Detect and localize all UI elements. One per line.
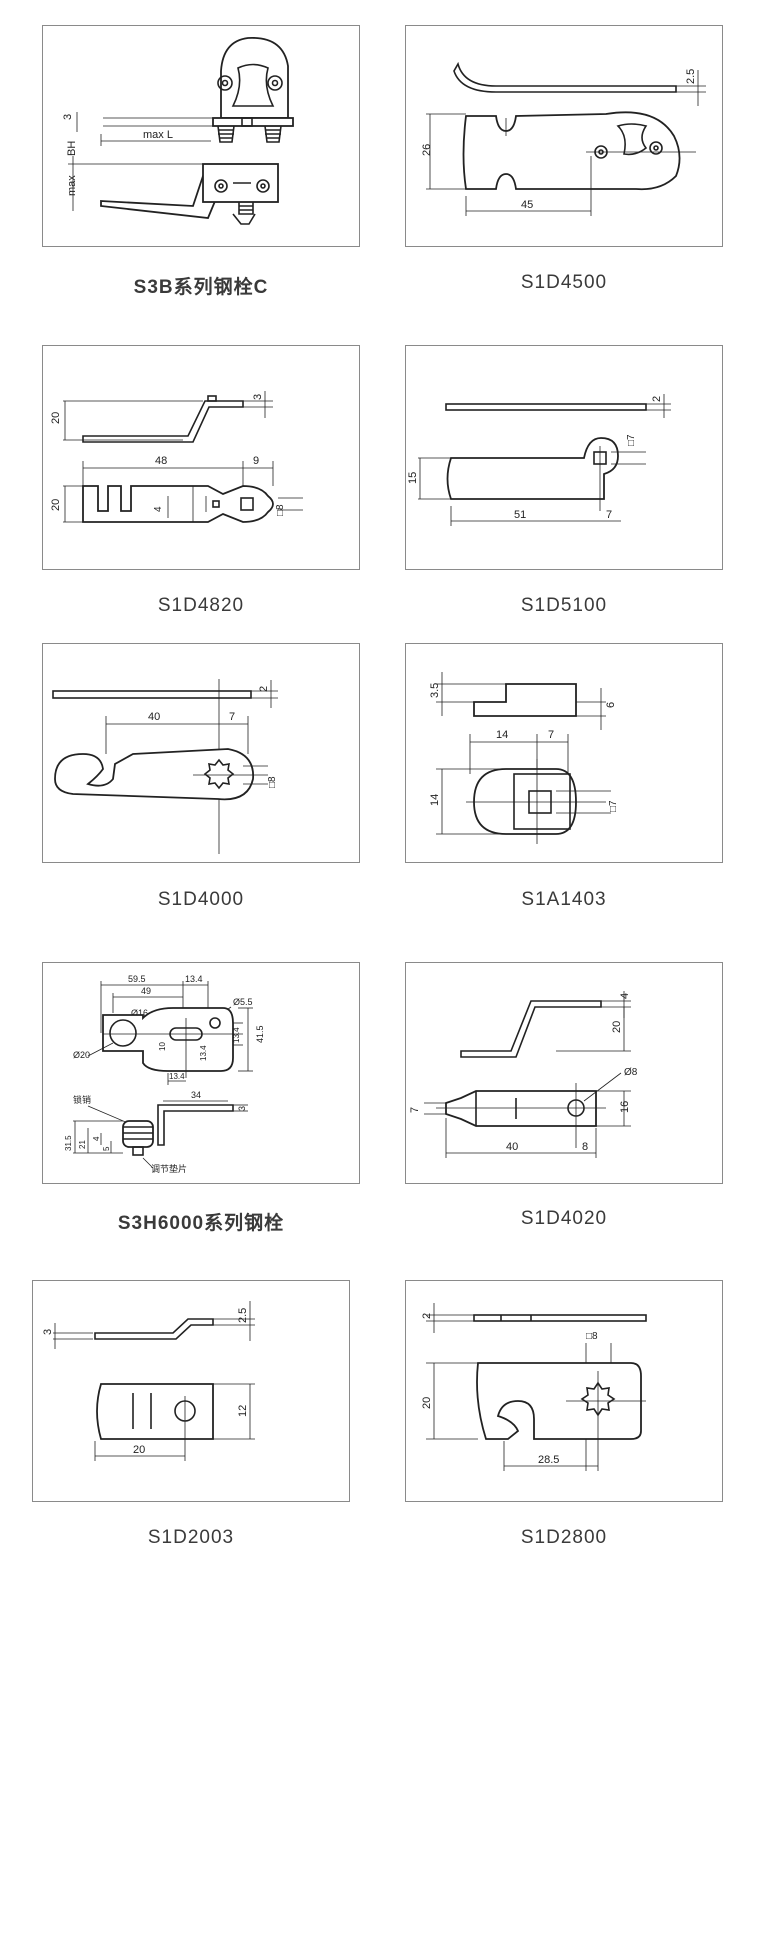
s1d2800-dim-285: 28.5: [538, 1454, 559, 1466]
s3b-dim-3: 3: [62, 114, 74, 120]
s1d4020-dim-16: 16: [619, 1101, 631, 1113]
s3h6000-dim-595: 59.5: [128, 974, 146, 984]
caption-s1d2003: S1D2003: [147, 1527, 235, 1548]
s1d4820-dim-3: 3: [252, 394, 264, 400]
s1d4000-dim-40: 40: [148, 711, 160, 723]
s3b-dim-bh: BH: [66, 141, 78, 156]
s1d5100-dim-2: 2: [651, 396, 663, 402]
drawing-card-s3h6000: 59.5 13.4 49 Ø5.5 Ø16 41.5 13.4 10 13.4 …: [42, 962, 360, 1184]
s3b-dim-max: max: [66, 175, 78, 196]
drawing-card-s1d2800: 2 □8 20 28.5: [405, 1280, 723, 1502]
s1d4500-drawing: 2.5 26 45: [421, 61, 706, 216]
s1d2800-dim-sq8: □8: [586, 1331, 598, 1342]
s1d5100-drawing: 2 □7 15 51 7: [407, 394, 671, 526]
drawing-card-s1d4500: 2.5 26 45: [405, 25, 723, 247]
caption-s1d4500: S1D4500: [520, 272, 608, 293]
s1d4000-dim-7: 7: [229, 711, 235, 723]
s3h6000-dim-4: 4: [92, 1136, 101, 1141]
s1d4500-dim-45: 45: [521, 199, 533, 211]
s3h6000-dim-5: 5: [102, 1146, 111, 1151]
s1d4500-dim-25: 2.5: [685, 69, 697, 84]
s1d2800-drawing: 2 □8 20 28.5: [421, 1303, 647, 1471]
s3h6000-dim-10: 10: [158, 1042, 167, 1051]
s1d5100-dim-sq7: □7: [626, 434, 637, 446]
s1a1403-dim-14a: 14: [496, 729, 508, 741]
s1d5100-dim-51: 51: [514, 509, 526, 521]
s3h6000-label-shim: 调节垫片: [151, 1163, 187, 1174]
s1d4500-dim-26: 26: [421, 144, 433, 156]
s3h6000-dim-134c: 13.4: [199, 1045, 208, 1061]
caption-s1a1403: S1A1403: [521, 889, 607, 910]
s1d4820-dim-sq8: □8: [275, 504, 286, 516]
s1d5100-dim-15: 15: [407, 472, 419, 484]
drawing-card-s1d4820: 20 3 48 9 20 4 □8: [42, 345, 360, 570]
s3h6000-dim-21: 21: [78, 1140, 87, 1149]
s1d2003-dim-12: 12: [237, 1405, 249, 1417]
drawing-card-s1d4000: 2 40 7 □8: [42, 643, 360, 863]
caption-s1d4000: S1D4000: [157, 889, 245, 910]
s1d4820-dim-20a: 20: [50, 412, 62, 424]
s3h6000-dim-134d: 13.4: [169, 1072, 185, 1081]
caption-s1d4820: S1D4820: [157, 595, 245, 616]
s1d4000-dim-2: 2: [258, 686, 270, 692]
s1a1403-drawing: 3.5 6 14 7 14 □7: [429, 672, 619, 844]
caption-s3b: S3B系列钢栓C: [133, 277, 269, 298]
s3h6000-drawing: 59.5 13.4 49 Ø5.5 Ø16 41.5 13.4 10 13.4 …: [64, 974, 265, 1174]
s1a1403-dim-14b: 14: [429, 794, 441, 806]
s3h6000-dim-415: 41.5: [255, 1025, 265, 1043]
s1d2003-drawing: 3 2.5 12 20: [42, 1301, 255, 1461]
s1d4820-dim-4: 4: [153, 506, 164, 512]
s3h6000-dim-34: 34: [191, 1090, 201, 1100]
s1d4020-dim-8: 8: [582, 1141, 588, 1153]
drawing-card-s3b: 3 max L BH max: [42, 25, 360, 247]
s1a1403-dim-sq7: □7: [608, 800, 619, 812]
s1d4000-dim-sq8: □8: [267, 776, 278, 788]
s1d2003-dim-3: 3: [42, 1329, 54, 1335]
s3b-dim-maxL: max L: [143, 129, 173, 141]
s1d4020-drawing: 4 20 Ø8 7 16 40 8: [409, 991, 638, 1158]
s1d4020-dim-7: 7: [409, 1107, 421, 1113]
s3b-drawing: 3 max L BH max: [62, 37, 294, 225]
s1d4020-dim-20: 20: [611, 1021, 623, 1033]
s3h6000-dim-3: 3: [237, 1106, 247, 1111]
s1a1403-dim-35: 3.5: [429, 683, 441, 698]
s1d2800-dim-20: 20: [421, 1397, 433, 1409]
s3h6000-dim-134b: 13.4: [232, 1027, 241, 1043]
s3h6000-dim-134a: 13.4: [185, 974, 203, 984]
caption-s1d4020: S1D4020: [520, 1208, 608, 1229]
drawing-card-s1d5100: 2 □7 15 51 7: [405, 345, 723, 570]
s1d4820-drawing: 20 3 48 9 20 4 □8: [50, 391, 303, 523]
s1d2003-dim-25: 2.5: [237, 1308, 249, 1323]
s3h6000-label-pin: 锁销: [73, 1094, 91, 1105]
s1d4820-dim-9: 9: [253, 455, 259, 467]
drawing-card-s1d2003: 3 2.5 12 20: [32, 1280, 350, 1502]
s1d5100-dim-7: 7: [606, 509, 612, 521]
s3h6000-dim-o55: Ø5.5: [233, 997, 253, 1007]
s1d4020-dim-40: 40: [506, 1141, 518, 1153]
s1d2003-dim-20: 20: [133, 1444, 145, 1456]
s1d4020-dim-4: 4: [619, 993, 631, 999]
s3h6000-dim-o16: Ø16: [131, 1008, 148, 1018]
drawing-card-s1a1403: 3.5 6 14 7 14 □7: [405, 643, 723, 863]
caption-s1d2800: S1D2800: [520, 1527, 608, 1548]
s1d4000-drawing: 2 40 7 □8: [52, 679, 278, 854]
s3h6000-dim-315: 31.5: [64, 1135, 73, 1151]
caption-s1d5100: S1D5100: [520, 595, 608, 616]
s1d4820-dim-20b: 20: [50, 499, 62, 511]
s1a1403-dim-7: 7: [548, 729, 554, 741]
caption-s3h6000: S3H6000系列钢栓: [117, 1213, 285, 1234]
s1a1403-dim-6: 6: [605, 702, 617, 708]
s3h6000-dim-49: 49: [141, 986, 151, 996]
s1d4820-dim-48: 48: [155, 455, 167, 467]
s1d4020-dim-o8: Ø8: [624, 1067, 638, 1078]
drawing-card-s1d4020: 4 20 Ø8 7 16 40 8: [405, 962, 723, 1184]
s3h6000-dim-o20: Ø20: [73, 1050, 90, 1060]
s1d2800-dim-2: 2: [421, 1313, 433, 1319]
